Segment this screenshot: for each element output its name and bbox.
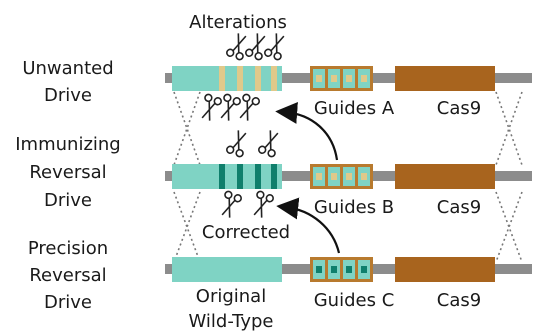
row-label-immunizing-reversal-drive: Immunizing Reversal Drive [15, 134, 120, 211]
svg-text:Reversal: Reversal [29, 265, 106, 286]
label-cas9-b: Cas9 [437, 197, 481, 218]
arrow-guides-b-to-unwanted [275, 101, 339, 161]
guide-cassette-c [310, 257, 373, 282]
arrow-guides-c-to-immunizing [276, 197, 341, 254]
cas9-gene-a [395, 66, 495, 91]
guide-cassette-a [310, 66, 373, 91]
label-alterations: Alterations [189, 12, 287, 33]
scissors-icon [225, 128, 283, 159]
cas9-gene-c [395, 257, 495, 282]
label-original: Original [196, 286, 266, 307]
label-cas9-c: Cas9 [437, 290, 481, 311]
svg-text:Drive: Drive [44, 292, 92, 313]
svg-text:Drive: Drive [44, 85, 92, 106]
row-label-unwanted-drive: Unwanted Drive [22, 58, 113, 106]
svg-text:Drive: Drive [44, 190, 92, 211]
label-guides-b: Guides B [314, 197, 394, 218]
label-guides-c: Guides C [314, 290, 395, 311]
svg-text:Unwanted: Unwanted [22, 58, 113, 79]
scissors-icon [225, 31, 289, 62]
chromosome-row-immunizing [165, 164, 532, 189]
label-guides-a: Guides A [314, 98, 395, 119]
svg-text:Precision: Precision [28, 238, 108, 259]
guide-cassette-b [310, 164, 373, 189]
chromosome-row-precision [165, 257, 532, 282]
scissors-icon [217, 189, 275, 220]
chromosome-row-unwanted [165, 66, 532, 91]
label-wild-type: Wild-Type [188, 311, 273, 332]
svg-text:Immunizing: Immunizing [15, 134, 120, 155]
label-corrected: Corrected [202, 222, 290, 243]
scissors-icon [197, 92, 261, 123]
label-cas9-a: Cas9 [437, 98, 481, 119]
row-label-precision-reversal-drive: Precision Reversal Drive [28, 238, 108, 313]
cas9-gene-b [395, 164, 495, 189]
svg-text:Reversal: Reversal [29, 162, 106, 183]
